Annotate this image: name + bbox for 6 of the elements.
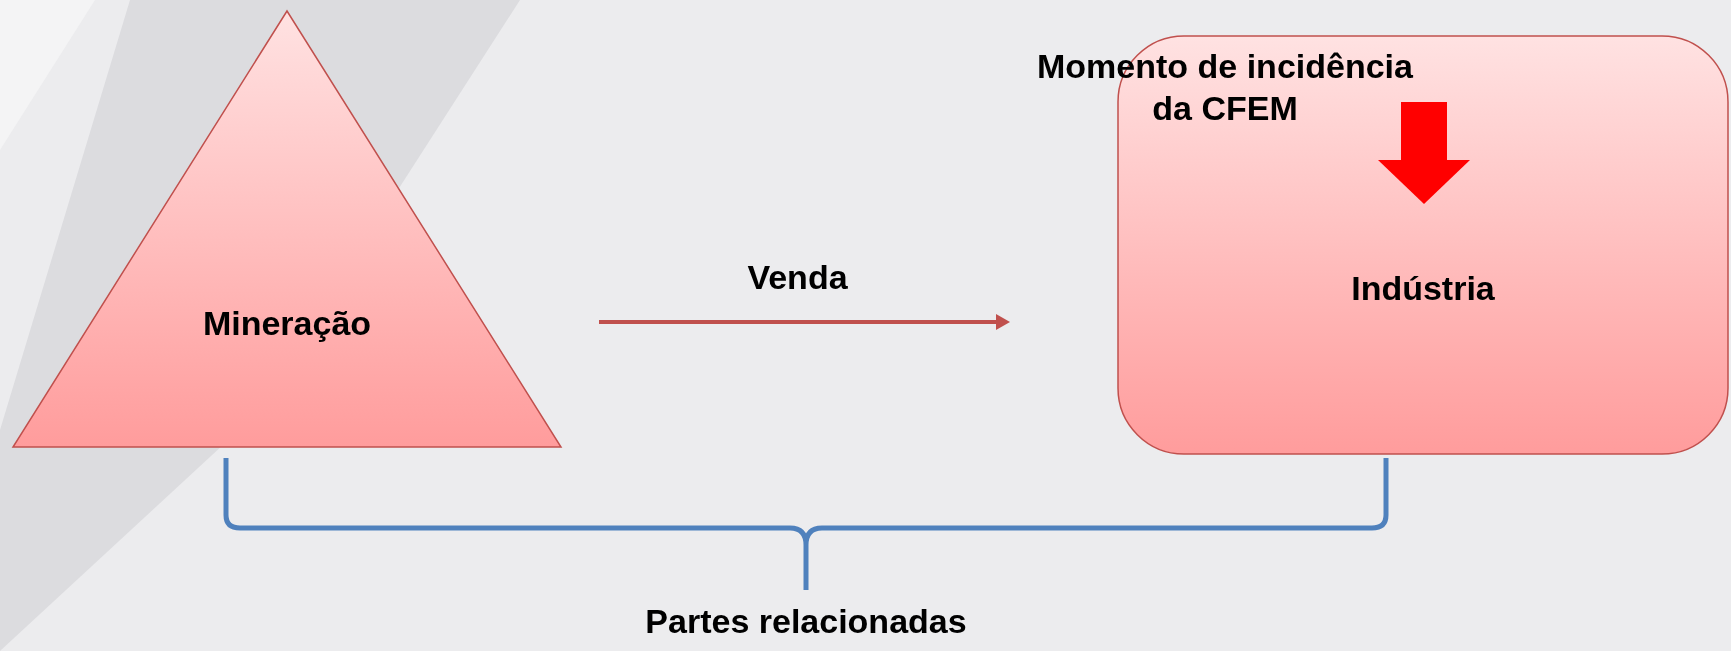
- node-label: Indústria: [1350, 268, 1496, 309]
- block-arrow: [1378, 102, 1470, 204]
- node-label: Mineração: [201, 303, 373, 344]
- bracket-label: Partes relacionadas: [644, 601, 968, 642]
- arrow: [599, 314, 1010, 330]
- edge-label: Venda: [746, 257, 849, 298]
